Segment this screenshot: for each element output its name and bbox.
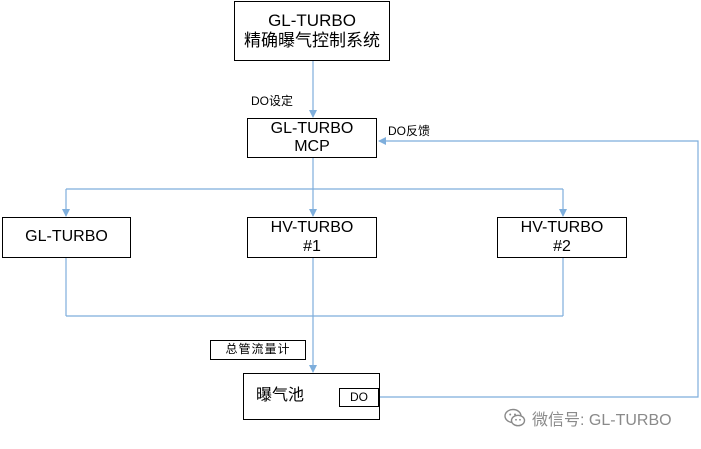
watermark-text: 微信号: GL-TURBO: [532, 412, 672, 429]
main-flowmeter-box: 总管流量计: [210, 340, 306, 360]
hv2-line1: HV-TURBO: [520, 219, 604, 237]
tank-label: 曝气池: [256, 387, 305, 405]
hv2-line2: #2: [553, 237, 571, 255]
mcp-box-line2: MCP: [294, 138, 330, 155]
hv1-line1: HV-TURBO: [270, 219, 354, 237]
hv-turbo-1-box: HV-TURBO #1: [247, 217, 377, 258]
mcp-box: GL-TURBO MCP: [247, 118, 377, 158]
flowmeter-label: 总管流量计: [225, 342, 291, 357]
do-setpoint-label: DO设定: [251, 94, 294, 108]
mcp-box-line1: GL-TURBO: [270, 119, 354, 137]
hv-turbo-2-box: HV-TURBO #2: [497, 217, 627, 258]
gl-turbo-label: GL-TURBO: [25, 228, 108, 246]
edge-do-feedback: [378, 137, 699, 398]
top-box-line1: GL-TURBO: [268, 11, 356, 31]
hv1-line2: #1: [303, 237, 321, 255]
do-feedback-label: DO反馈: [388, 124, 431, 138]
do-sensor-box: DO: [339, 388, 379, 407]
gl-turbo-blower-box: GL-TURBO: [2, 217, 131, 258]
wechat-icon: [504, 408, 526, 427]
gl-turbo-control-system-box: GL-TURBO 精确曝气控制系统: [234, 1, 390, 61]
watermark: 微信号: GL-TURBO: [504, 406, 672, 430]
top-box-line2: 精确曝气控制系统: [244, 31, 380, 50]
do-sensor-label: DO: [350, 389, 368, 404]
